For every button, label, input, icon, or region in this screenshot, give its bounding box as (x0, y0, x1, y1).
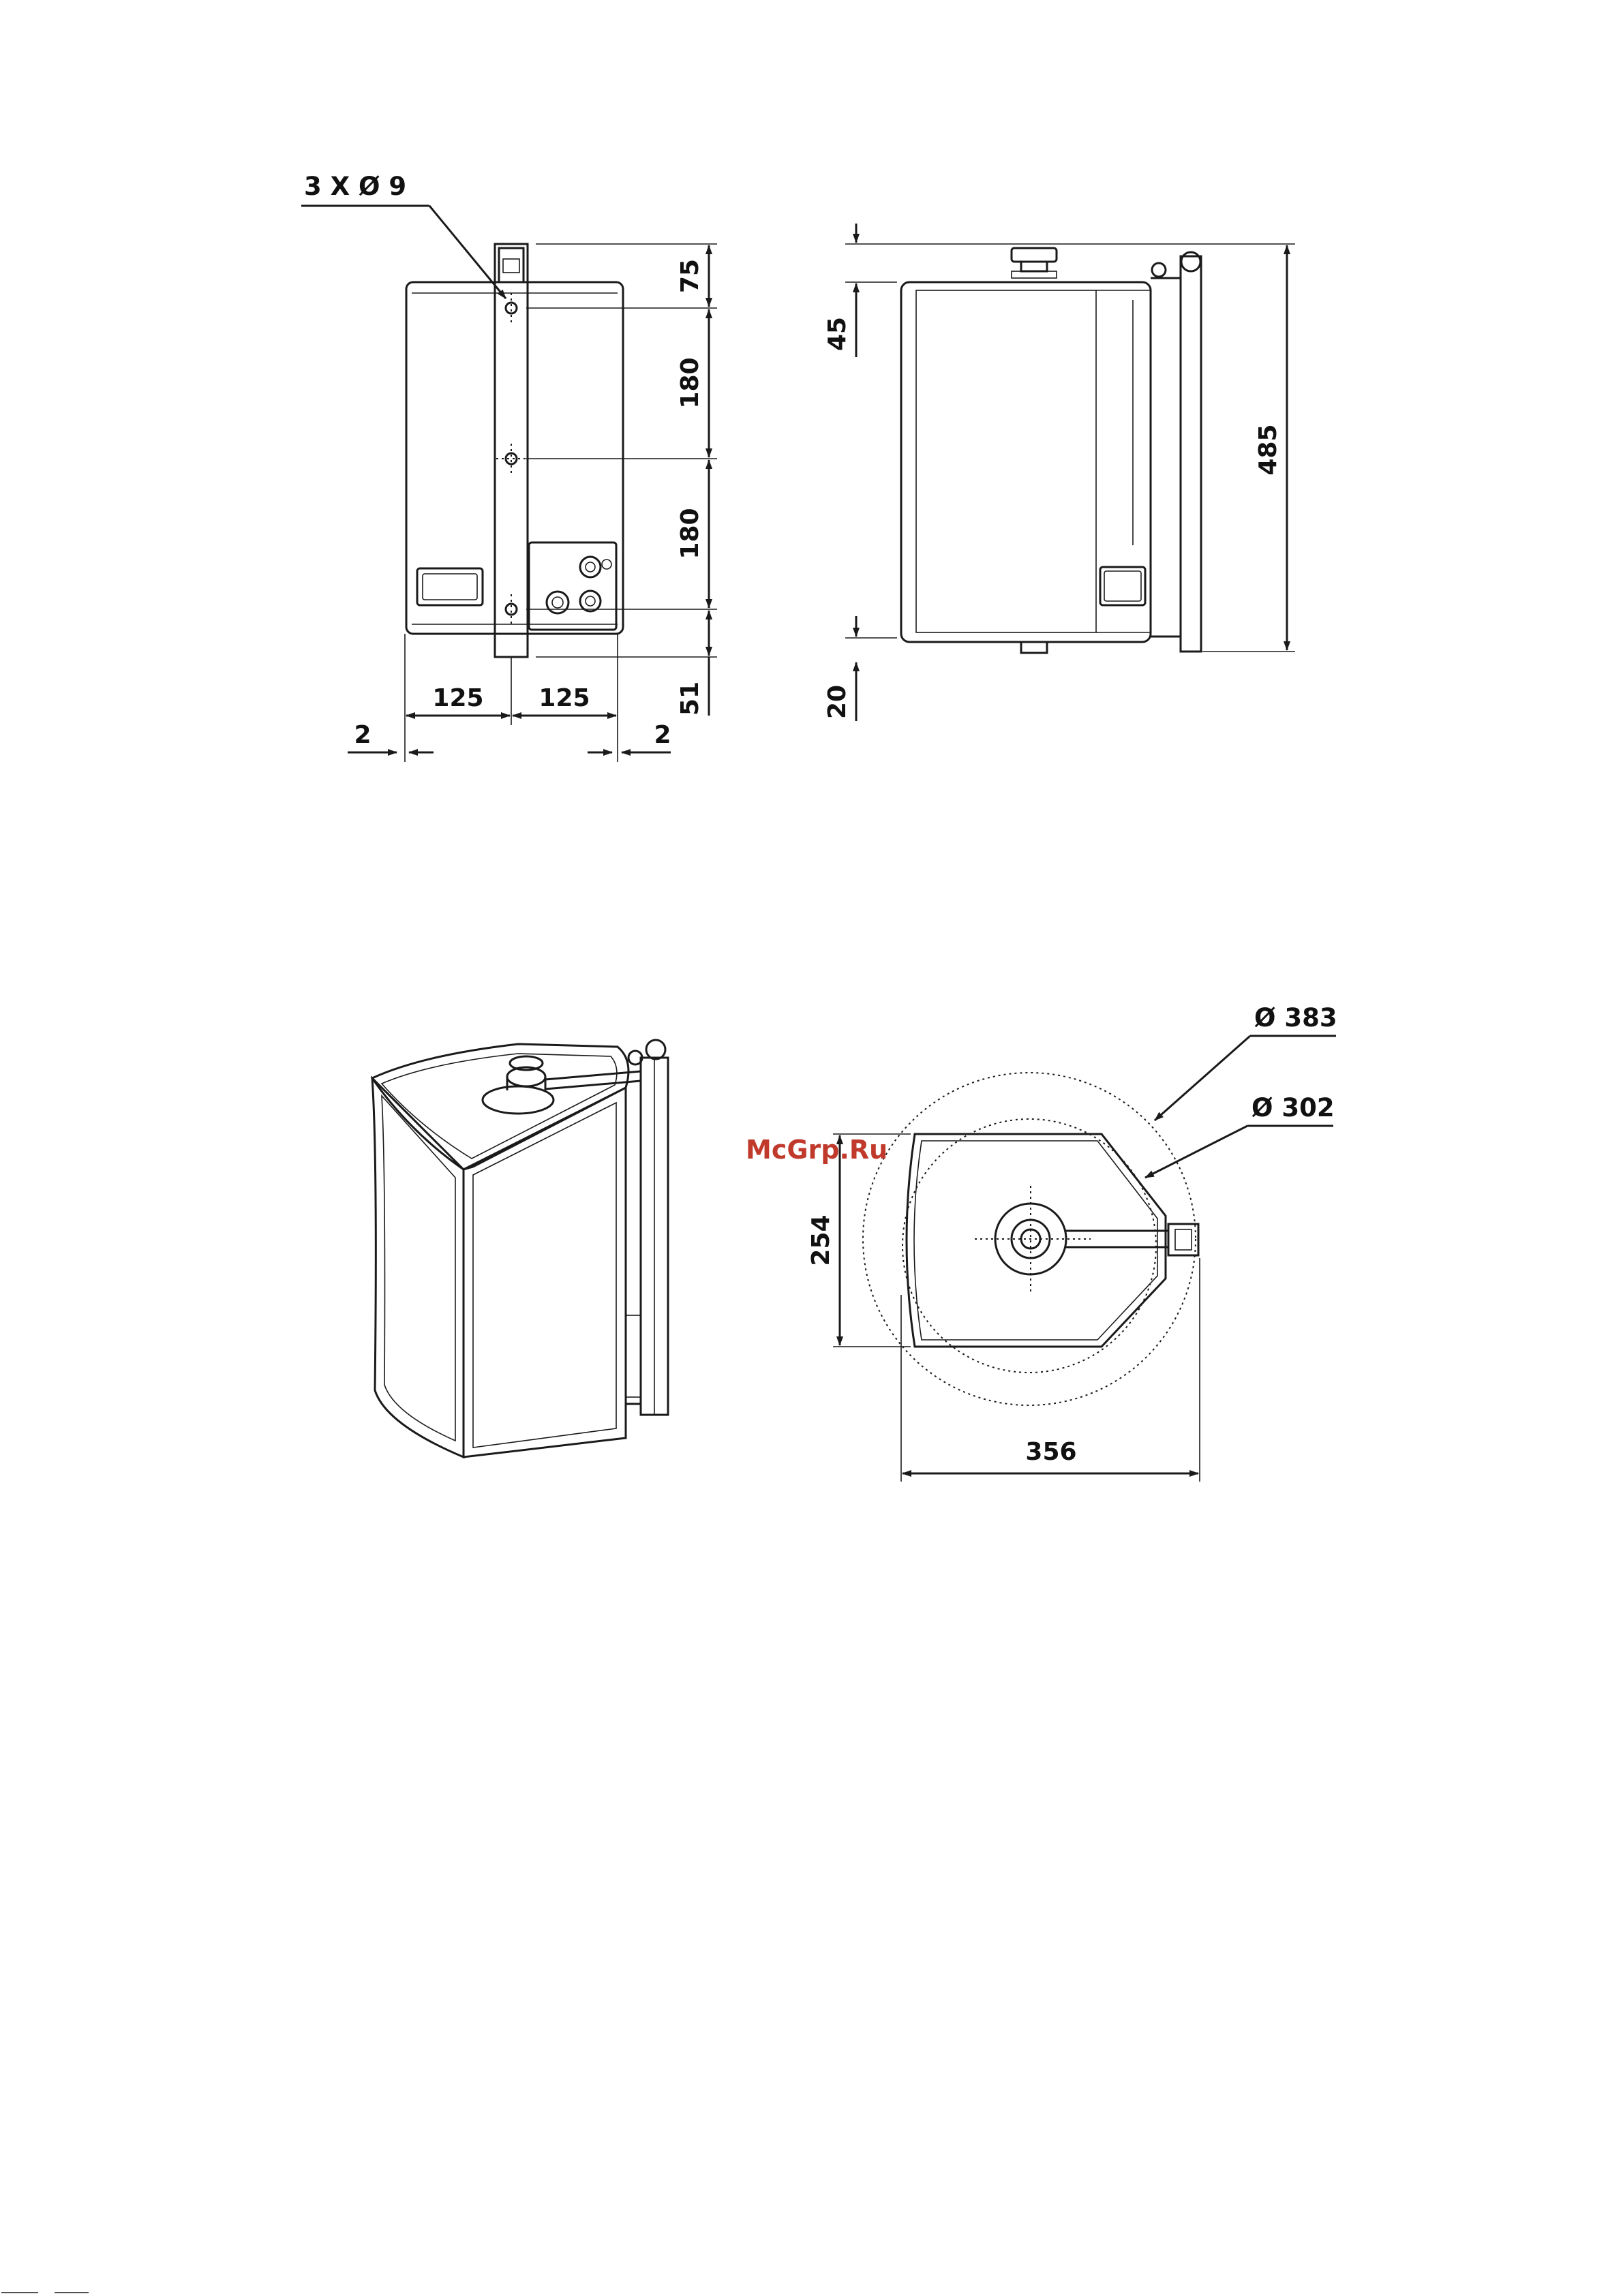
inner-diameter-circle (902, 1119, 1156, 1373)
dim-front-right-offset: 2 (654, 721, 671, 749)
front-view: 3 X Ø 9 75 180 180 51 125 125 2 2 (301, 172, 717, 762)
perspective-knob (483, 1086, 553, 1114)
top-view-bracket (1168, 1224, 1198, 1255)
dim-outer-diameter: Ø 383 (1254, 1003, 1337, 1032)
dim-top-depth: 254 (807, 1214, 835, 1266)
terminal-lower (580, 591, 601, 611)
side-view: 45 20 485 (823, 224, 1295, 721)
dim-side-top: 45 (823, 317, 851, 351)
side-view-knob (1012, 248, 1057, 262)
dim-front-lower-spacing: 180 (676, 508, 704, 559)
side-view-port (1100, 567, 1145, 605)
hole-callout: 3 X Ø 9 (304, 172, 406, 201)
connector-panel (529, 542, 616, 630)
dim-front-bottom: 51 (676, 682, 704, 716)
top-view-cabinet (907, 1134, 1166, 1347)
dim-side-height: 485 (1254, 424, 1282, 475)
side-view-bracket (1181, 256, 1201, 652)
xlr-connector (547, 592, 568, 613)
dim-front-right-half: 125 (539, 684, 590, 712)
dim-inner-diameter: Ø 302 (1252, 1093, 1335, 1122)
dim-front-top: 75 (676, 259, 704, 293)
side-view-cabinet (901, 282, 1151, 642)
dim-side-bottom: 20 (823, 685, 851, 719)
top-view: 254 356 Ø 383 Ø 302 (807, 1003, 1337, 1482)
dim-front-left-half: 125 (432, 684, 483, 712)
terminal-upper (580, 557, 601, 577)
perspective-view (372, 1040, 668, 1457)
dim-front-upper-spacing: 180 (676, 357, 704, 408)
dim-front-left-offset: 2 (354, 721, 371, 749)
perspective-front-face (464, 1088, 626, 1457)
perspective-left-face (372, 1078, 464, 1457)
dim-top-width: 356 (1025, 1438, 1076, 1466)
watermark: McGrp.Ru (746, 1135, 888, 1165)
